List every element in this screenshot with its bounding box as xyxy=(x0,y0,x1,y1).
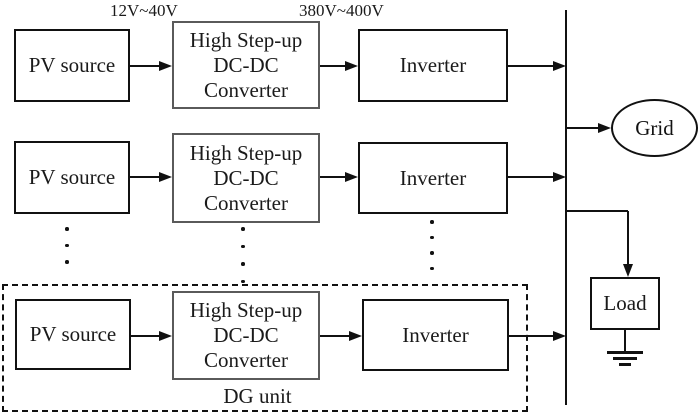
pv-source-box-row3: PV source xyxy=(15,299,131,370)
converter-box-row3: High Step-up DC-DC Converter xyxy=(172,291,320,380)
arrow-converter-to-inverter-row3 xyxy=(320,331,362,341)
ellipsis-dots-converter-column xyxy=(241,227,245,283)
arrow-pv-to-converter-row3 xyxy=(131,331,172,341)
dc-bus-line xyxy=(565,10,567,405)
converter-label-line3: Converter xyxy=(204,77,288,102)
converter-label-line1: High Step-up xyxy=(189,298,303,322)
grid-label: Grid xyxy=(635,115,674,140)
pv-source-label: PV source xyxy=(28,165,116,189)
pv-source-box-row2: PV source xyxy=(14,141,130,214)
voltage-label-output: 380V~400V xyxy=(299,1,384,20)
arrow-to-load xyxy=(623,211,633,277)
ellipsis-dots-inverter-column xyxy=(430,220,434,270)
converter-label-line2: DC-DC xyxy=(213,323,279,347)
inverter-box-row2: Inverter xyxy=(358,142,508,214)
inverter-label: Inverter xyxy=(399,165,467,190)
dg-unit-boundary xyxy=(2,284,528,412)
voltage-label-input: 12V~40V xyxy=(110,1,178,20)
ellipsis-dots-pv-column xyxy=(65,227,69,264)
converter-box-row2: High Step-up DC-DC Converter xyxy=(172,133,320,223)
arrow-pv-to-converter-row1 xyxy=(130,61,172,71)
inverter-box-row3: Inverter xyxy=(362,299,509,371)
pv-source-label: PV source xyxy=(28,53,116,77)
pv-source-box-row1: PV source xyxy=(14,29,130,102)
converter-label-line3: Converter xyxy=(204,348,288,372)
inverter-box-row1: Inverter xyxy=(358,29,508,102)
converter-label-line2: DC-DC xyxy=(213,165,279,190)
arrow-inverter-to-bus-row2 xyxy=(508,172,566,182)
bus-to-load-line xyxy=(566,210,628,212)
dg-unit-label: DG unit xyxy=(223,384,292,408)
arrow-inverter-to-bus-row3 xyxy=(509,331,566,341)
arrow-converter-to-inverter-row2 xyxy=(320,172,358,182)
inverter-label: Inverter xyxy=(399,53,467,77)
arrow-bus-to-grid xyxy=(566,123,611,133)
pv-source-label: PV source xyxy=(29,322,117,346)
arrow-inverter-to-bus-row1 xyxy=(508,61,566,71)
load-label: Load xyxy=(603,291,647,315)
converter-label-line1: High Step-up xyxy=(189,140,303,165)
converter-label-line3: Converter xyxy=(204,190,288,215)
converter-label-line2: DC-DC xyxy=(213,52,279,77)
load-box: Load xyxy=(590,277,660,330)
converter-box-row1: High Step-up DC-DC Converter xyxy=(172,21,320,109)
arrow-converter-to-inverter-row1 xyxy=(320,61,358,71)
grid-node: Grid xyxy=(611,99,698,157)
arrow-pv-to-converter-row2 xyxy=(130,172,172,182)
ground-icon xyxy=(607,330,643,366)
converter-label-line1: High Step-up xyxy=(189,27,303,52)
inverter-label: Inverter xyxy=(402,322,469,347)
